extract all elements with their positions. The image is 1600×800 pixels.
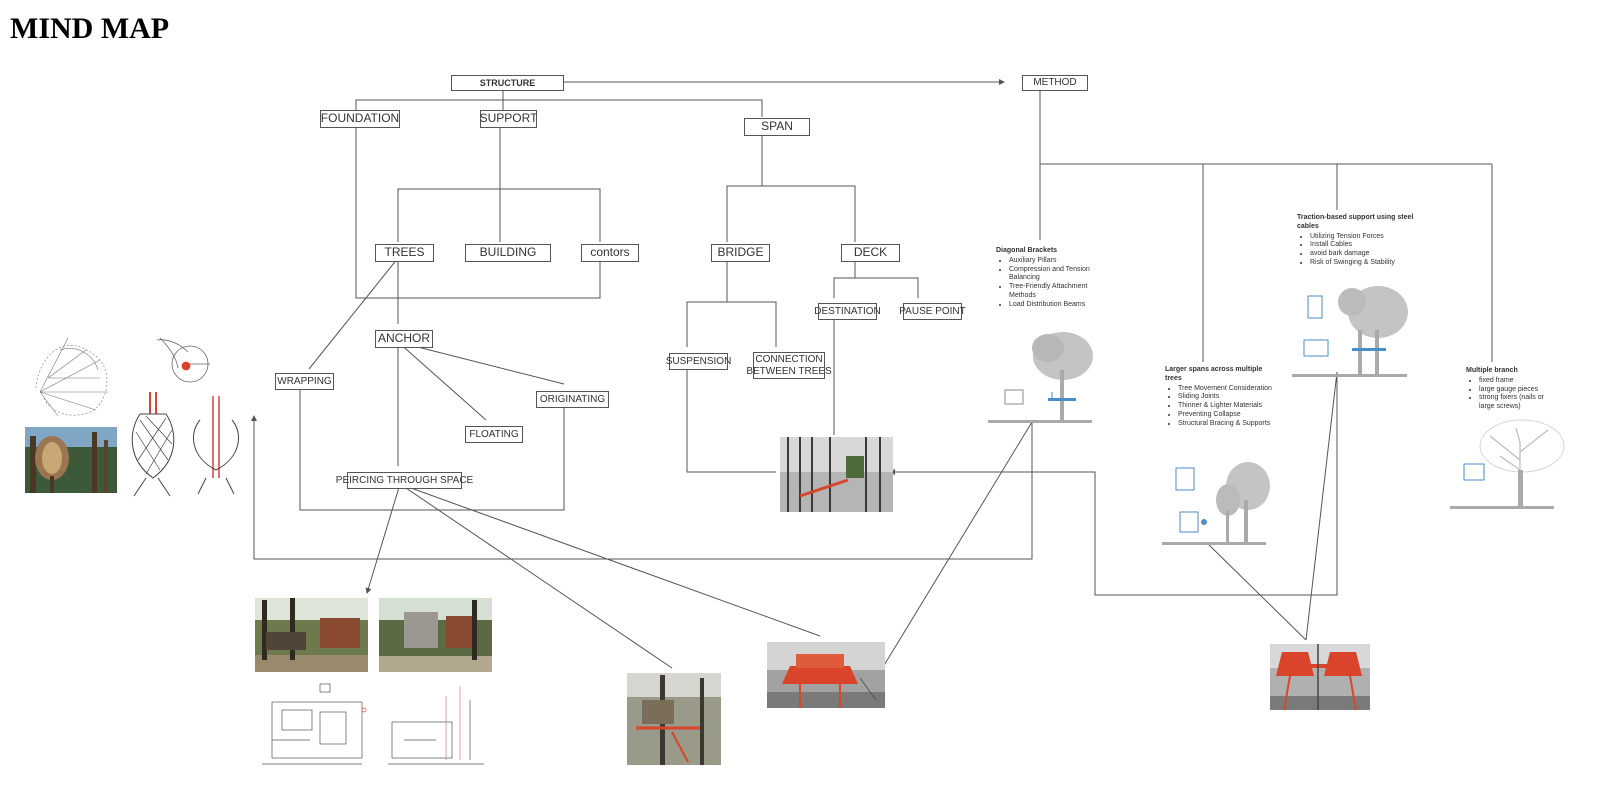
plan-drawing-1 [262,683,367,765]
traction-item: Risk of Swinging & Stability [1310,259,1421,268]
larger-item: Tree Movement Consideration [1178,385,1275,394]
node-support[interactable]: SUPPORT [480,110,537,128]
note-larger-spans: Larger spans across multiple trees Tree … [1165,366,1275,428]
treehouse-photo-4 [767,642,885,708]
traction-title: Traction-based support using steel cable… [1297,214,1414,230]
larger-item: Structural Bracing & Supports [1178,420,1275,429]
node-trees[interactable]: TREES [375,244,434,262]
node-floating[interactable]: FLOATING [465,426,523,443]
connection-line-2: BETWEEN TREES [746,365,832,377]
node-building[interactable]: BUILDING [465,244,551,262]
node-wrapping[interactable]: WRAPPING [275,373,334,390]
larger-item: Thinner & Lighter Materials [1178,402,1275,411]
diagonal-item: Auxiliary Pillars [1009,257,1106,266]
node-span[interactable]: SPAN [744,118,810,136]
treehouse-photo-2 [379,598,492,672]
note-traction-support: Traction-based support using steel cable… [1297,214,1421,268]
multiple-item: large gauge pieces [1479,386,1556,395]
forest-bridge-photo [780,437,893,512]
node-method[interactable]: METHOD [1022,75,1088,91]
diagonal-item: Tree-Friendly Attachment Methods [1009,283,1106,301]
larger-item: Preventing Collapse [1178,411,1275,420]
larger-span-drawing [1162,462,1270,545]
traction-item: Utilizing Tension Forces [1310,233,1421,242]
node-structure[interactable]: STRUCTURE [451,75,564,91]
traction-cable-drawing [1292,286,1408,377]
node-originating[interactable]: ORIGINATING [536,391,609,408]
diagonal-bracket-drawing [988,332,1093,423]
spiral-sketch [35,337,108,417]
diagonal-title: Diagonal Brackets [996,247,1058,254]
node-contors[interactable]: contors [581,244,639,262]
node-suspension[interactable]: SUSPENSION [666,353,731,370]
treehouse-photo-1 [255,598,368,672]
node-piercing-through-space[interactable]: PEIRCING THROUGH SPACE [336,472,473,489]
multiple-item: fixed frame [1479,377,1556,386]
node-anchor[interactable]: ANCHOR [375,330,433,348]
treehouse-photo-3 [627,673,721,765]
node-connection-between-trees[interactable]: CONNECTION BETWEEN TREES [746,352,832,379]
node-destination[interactable]: DESTINATION [814,303,881,320]
traction-item: Install Cables [1310,241,1421,250]
larger-title: Larger spans across multiple trees [1165,366,1263,382]
node-bridge[interactable]: BRIDGE [711,244,770,262]
page-title: MIND MAP [10,12,170,45]
node-deck[interactable]: DECK [841,244,900,262]
note-multiple-branch: Multiple branch fixed frame large gauge … [1466,367,1556,412]
red-treehouse-photo [1270,644,1370,711]
node-pause-point[interactable]: PAUSE POINT [899,303,966,320]
traction-item: avoid bark damage [1310,250,1421,259]
multiple-branch-drawing [1450,419,1565,509]
pod-photo [25,427,117,493]
larger-item: Sliding Joints [1178,393,1275,402]
connection-line-1: CONNECTION [755,354,823,365]
plan-drawing-2 [388,686,484,765]
wrap-sketch [156,337,210,383]
multiple-title: Multiple branch [1466,367,1518,374]
diagonal-item: Compression and Tension Balancing [1009,266,1106,284]
note-diagonal-brackets: Diagonal Brackets Auxiliary Pillars Comp… [996,247,1106,309]
multiple-item: strong fixers (nails or large screws) [1479,394,1556,412]
pod-sketch [131,392,240,497]
connector-lines [251,79,1493,673]
diagonal-item: Load Distribution Beams [1009,301,1106,310]
node-foundation[interactable]: FOUNDATION [320,110,400,128]
